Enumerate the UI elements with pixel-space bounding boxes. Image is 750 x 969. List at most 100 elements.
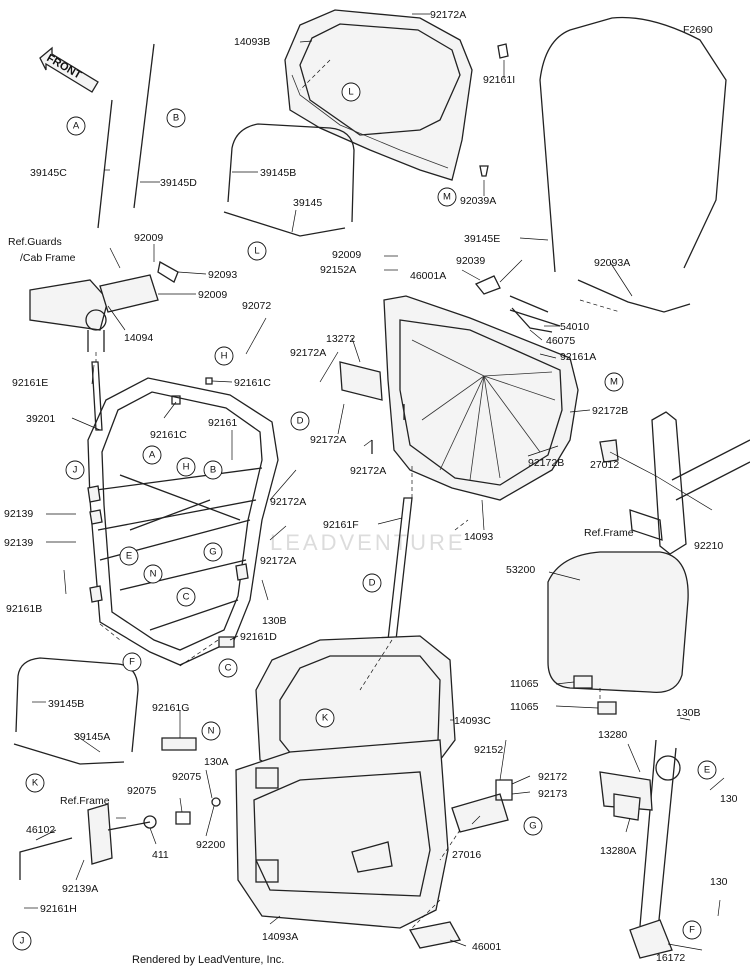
hinge-14094 [29, 274, 159, 352]
label-130-b: 130 [710, 876, 728, 888]
svg-text:F: F [689, 925, 695, 936]
label-92161A: 92161A [560, 351, 596, 363]
label-ref-frame-right: Ref.Frame [584, 527, 634, 539]
svg-text:G: G [209, 547, 216, 558]
label-92172A-l2: 92172A [310, 434, 346, 446]
label-92093: 92093 [208, 269, 237, 281]
label-39145B-bottom: 39145B [48, 698, 84, 710]
label-92009-b: 92009 [198, 289, 227, 301]
part-labels: 14093B 92172A 92161I 92039A 39145C 39145… [4, 9, 738, 964]
svg-text:E: E [704, 765, 710, 776]
svg-text:E: E [126, 551, 132, 562]
strip-92161G [161, 737, 197, 751]
bracket-46075 [511, 307, 553, 333]
label-14093: 14093 [464, 531, 493, 543]
label-92139A: 92139A [62, 883, 98, 895]
callout-L-mid: L [247, 241, 267, 261]
label-92161H: 92161H [40, 903, 77, 915]
label-39145E: 39145E [464, 233, 500, 245]
callout-H-left: H [214, 346, 234, 366]
hinge-pin-46102 [19, 803, 157, 880]
label-11065-b: 11065 [510, 701, 539, 713]
frame-right-ref [629, 411, 750, 555]
label-46001A: 46001A [410, 270, 446, 282]
seal-39145D [133, 43, 155, 209]
svg-text:D: D [297, 416, 304, 427]
clip-11065-b [597, 701, 617, 715]
label-130B-a: 130B [262, 615, 287, 627]
label-92039A: 92039A [460, 195, 496, 207]
bolt-92161I [497, 43, 509, 59]
callout-K-glass: K [315, 708, 335, 728]
callout-N-frame: N [143, 564, 163, 584]
label-39145A: 39145A [74, 731, 110, 743]
label-92200: 92200 [196, 839, 225, 851]
svg-text:D: D [369, 578, 376, 589]
label-92039: 92039 [456, 255, 485, 267]
label-39145D: 39145D [160, 177, 197, 189]
label-14094: 14094 [124, 332, 153, 344]
label-54010: 54010 [560, 321, 589, 333]
label-92161C-a: 92161C [234, 377, 271, 389]
label-ref-frame-left: Ref.Frame [60, 795, 110, 807]
lower-door-14093A [235, 739, 449, 929]
callout-L-top: L [341, 82, 361, 102]
svg-text:A: A [73, 121, 80, 132]
label-46102: 46102 [26, 824, 55, 836]
label-46001: 46001 [472, 941, 501, 953]
upper-door-panel-14093B [284, 9, 473, 181]
label-130-a: 130 [720, 793, 738, 805]
label-92161E: 92161E [12, 377, 48, 389]
label-13280: 13280 [598, 729, 627, 741]
bracket-27012 [599, 439, 619, 463]
label-ref-cab-frame: /Cab Frame [20, 252, 76, 264]
handle-46001 [408, 921, 462, 949]
dashed-leaders [95, 59, 621, 931]
label-92093A: 92093A [594, 257, 630, 269]
label-92139-b: 92139 [4, 537, 33, 549]
label-92161F: 92161F [323, 519, 359, 531]
label-92172B-b: 92172B [528, 457, 564, 469]
svg-text:H: H [221, 351, 228, 362]
label-92172: 92172 [538, 771, 567, 783]
callout-M-right: M [604, 372, 624, 392]
label-27016: 27016 [452, 849, 481, 861]
bracket-13272 [339, 361, 383, 401]
svg-text:L: L [254, 246, 259, 257]
callout-A-frame: A [142, 445, 162, 465]
label-39201: 39201 [26, 413, 55, 425]
glass-53200 [547, 551, 689, 694]
svg-text:K: K [32, 778, 39, 789]
footer-rendered-by: Rendered by LeadVenture, Inc. [132, 954, 284, 966]
label-92161I: 92161I [483, 74, 515, 86]
label-92172A-l1: 92172A [290, 347, 326, 359]
label-39145B-top: 39145B [260, 167, 296, 179]
svg-text:K: K [322, 713, 329, 724]
label-14093C: 14093C [454, 715, 491, 727]
svg-text:J: J [20, 936, 25, 947]
label-92161B: 92161B [6, 603, 42, 615]
inner-door-panel-14093 [383, 295, 579, 501]
label-92075-a: 92075 [127, 785, 156, 797]
label-13280A: 13280A [600, 845, 636, 857]
svg-text:G: G [529, 821, 536, 832]
label-14093B: 14093B [234, 36, 270, 48]
callout-D-strip: D [362, 573, 382, 593]
label-11065-a: 11065 [510, 678, 539, 690]
label-92161D: 92161D [240, 631, 277, 643]
callout-G-frame: G [203, 542, 223, 562]
svg-text:A: A [149, 450, 156, 461]
callout-E-regulator: E [697, 760, 717, 780]
label-92139-a: 92139 [4, 508, 33, 520]
svg-text:B: B [173, 113, 179, 124]
callout-J-left: J [65, 460, 85, 480]
label-46075: 46075 [546, 335, 575, 347]
bracket-46001A [474, 275, 501, 295]
label-92172A-m1: 92172A [270, 496, 306, 508]
callout-H-frame: H [176, 457, 196, 477]
svg-text:M: M [443, 192, 451, 203]
seal-39145C [97, 99, 113, 229]
svg-text:F: F [129, 657, 135, 668]
label-92161C-b: 92161C [150, 429, 187, 441]
label-14093A: 14093A [262, 931, 298, 943]
